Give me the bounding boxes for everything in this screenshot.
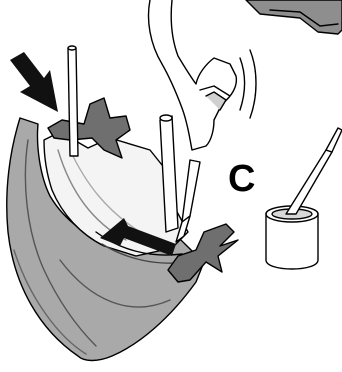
- brush-icon: [176, 160, 200, 242]
- step-label: C: [228, 160, 255, 198]
- corner-inset-fragment: [246, 0, 342, 34]
- glue-tin-icon: [266, 128, 342, 269]
